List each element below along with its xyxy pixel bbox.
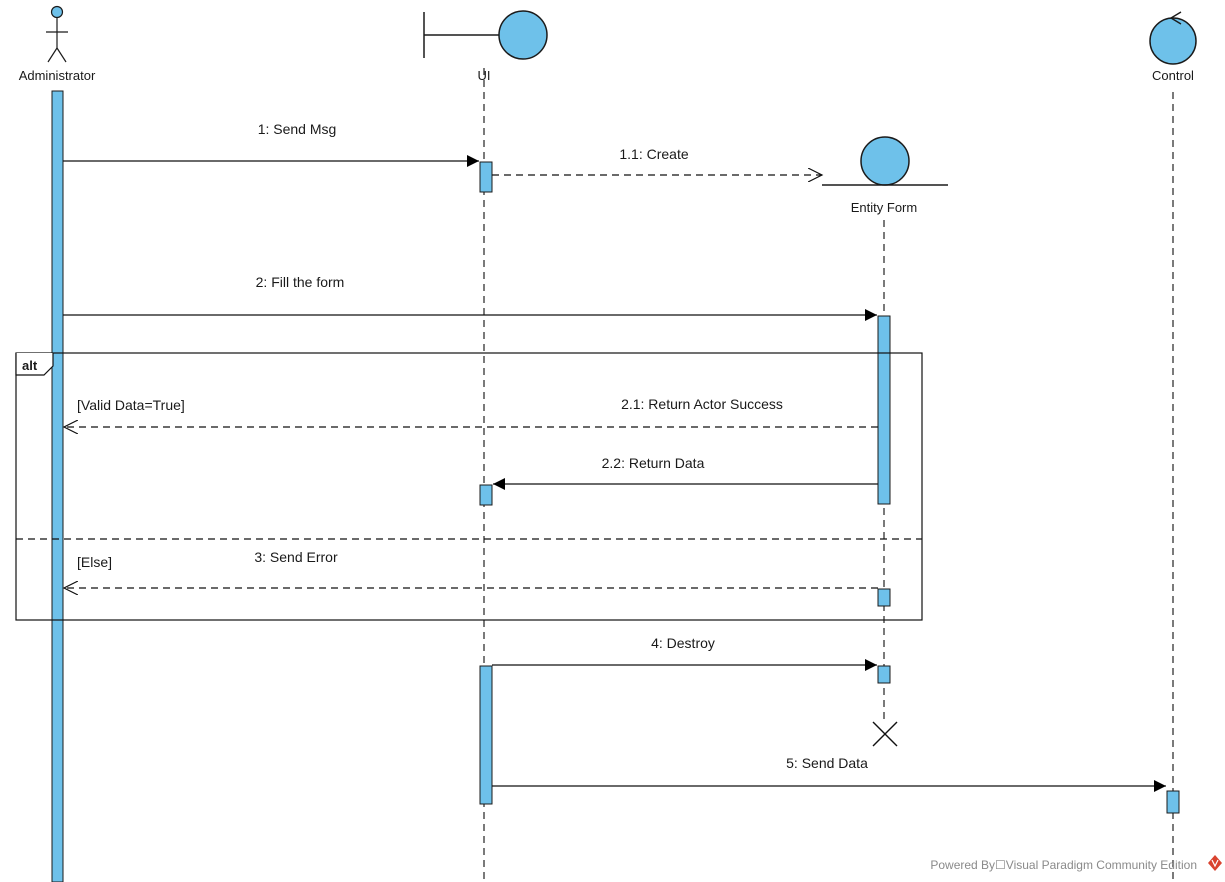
- entity-icon: [860, 136, 910, 186]
- alt-operator-label: alt: [22, 358, 38, 373]
- alt-fragment-frame: [15, 352, 923, 621]
- actor-administrator[interactable]: Administrator: [19, 5, 96, 84]
- actor-head-icon: [50, 5, 64, 19]
- actor-left-leg: [47, 47, 58, 63]
- message-5-label: 5: Send Data: [786, 755, 868, 771]
- message-2-1-label: 2.1: Return Actor Success: [621, 396, 783, 412]
- entity-entity-form[interactable]: Entity Form: [822, 136, 948, 215]
- activation-administrator: [51, 90, 64, 882]
- message-3-label: 3: Send Error: [254, 549, 338, 565]
- participant-label-entity-form: Entity Form: [851, 200, 917, 215]
- control-control[interactable]: Control: [1149, 11, 1197, 83]
- activation-ui-2: [479, 484, 493, 506]
- activation-entity-form-1: [877, 315, 891, 505]
- visual-paradigm-logo-icon: [1208, 855, 1222, 871]
- message-2-2-label: 2.2: Return Data: [602, 455, 705, 471]
- participant-label-administrator: Administrator: [19, 68, 96, 83]
- watermark-text: Powered By☐Visual Paradigm Community Edi…: [930, 858, 1197, 872]
- activation-control: [1166, 790, 1180, 814]
- participant-label-control: Control: [1152, 68, 1194, 83]
- alt-fragment-tab: [15, 353, 54, 376]
- message-2-label: 2: Fill the form: [256, 274, 345, 290]
- boundary-icon: [498, 10, 548, 60]
- guard-valid-data: [Valid Data=True]: [77, 397, 185, 413]
- boundary-ui[interactable]: UI: [423, 10, 548, 83]
- destroy-marker-icon: [872, 721, 898, 747]
- message-1-label: 1: Send Msg: [258, 121, 337, 137]
- alt-fragment: alt [Valid Data=True] [Else]: [15, 352, 923, 621]
- guard-else: [Else]: [77, 554, 112, 570]
- actor-right-leg: [56, 47, 67, 63]
- control-arrow-icon: [1169, 11, 1182, 25]
- activation-ui-1: [479, 161, 493, 193]
- activation-entity-form-2: [877, 588, 891, 607]
- message-1-1-label: 1.1: Create: [619, 146, 688, 162]
- control-icon: [1149, 17, 1197, 65]
- participant-label-ui: UI: [478, 68, 491, 83]
- message-4-label: 4: Destroy: [651, 635, 715, 651]
- activation-entity-form-3: [877, 665, 891, 684]
- activation-ui-3: [479, 665, 493, 805]
